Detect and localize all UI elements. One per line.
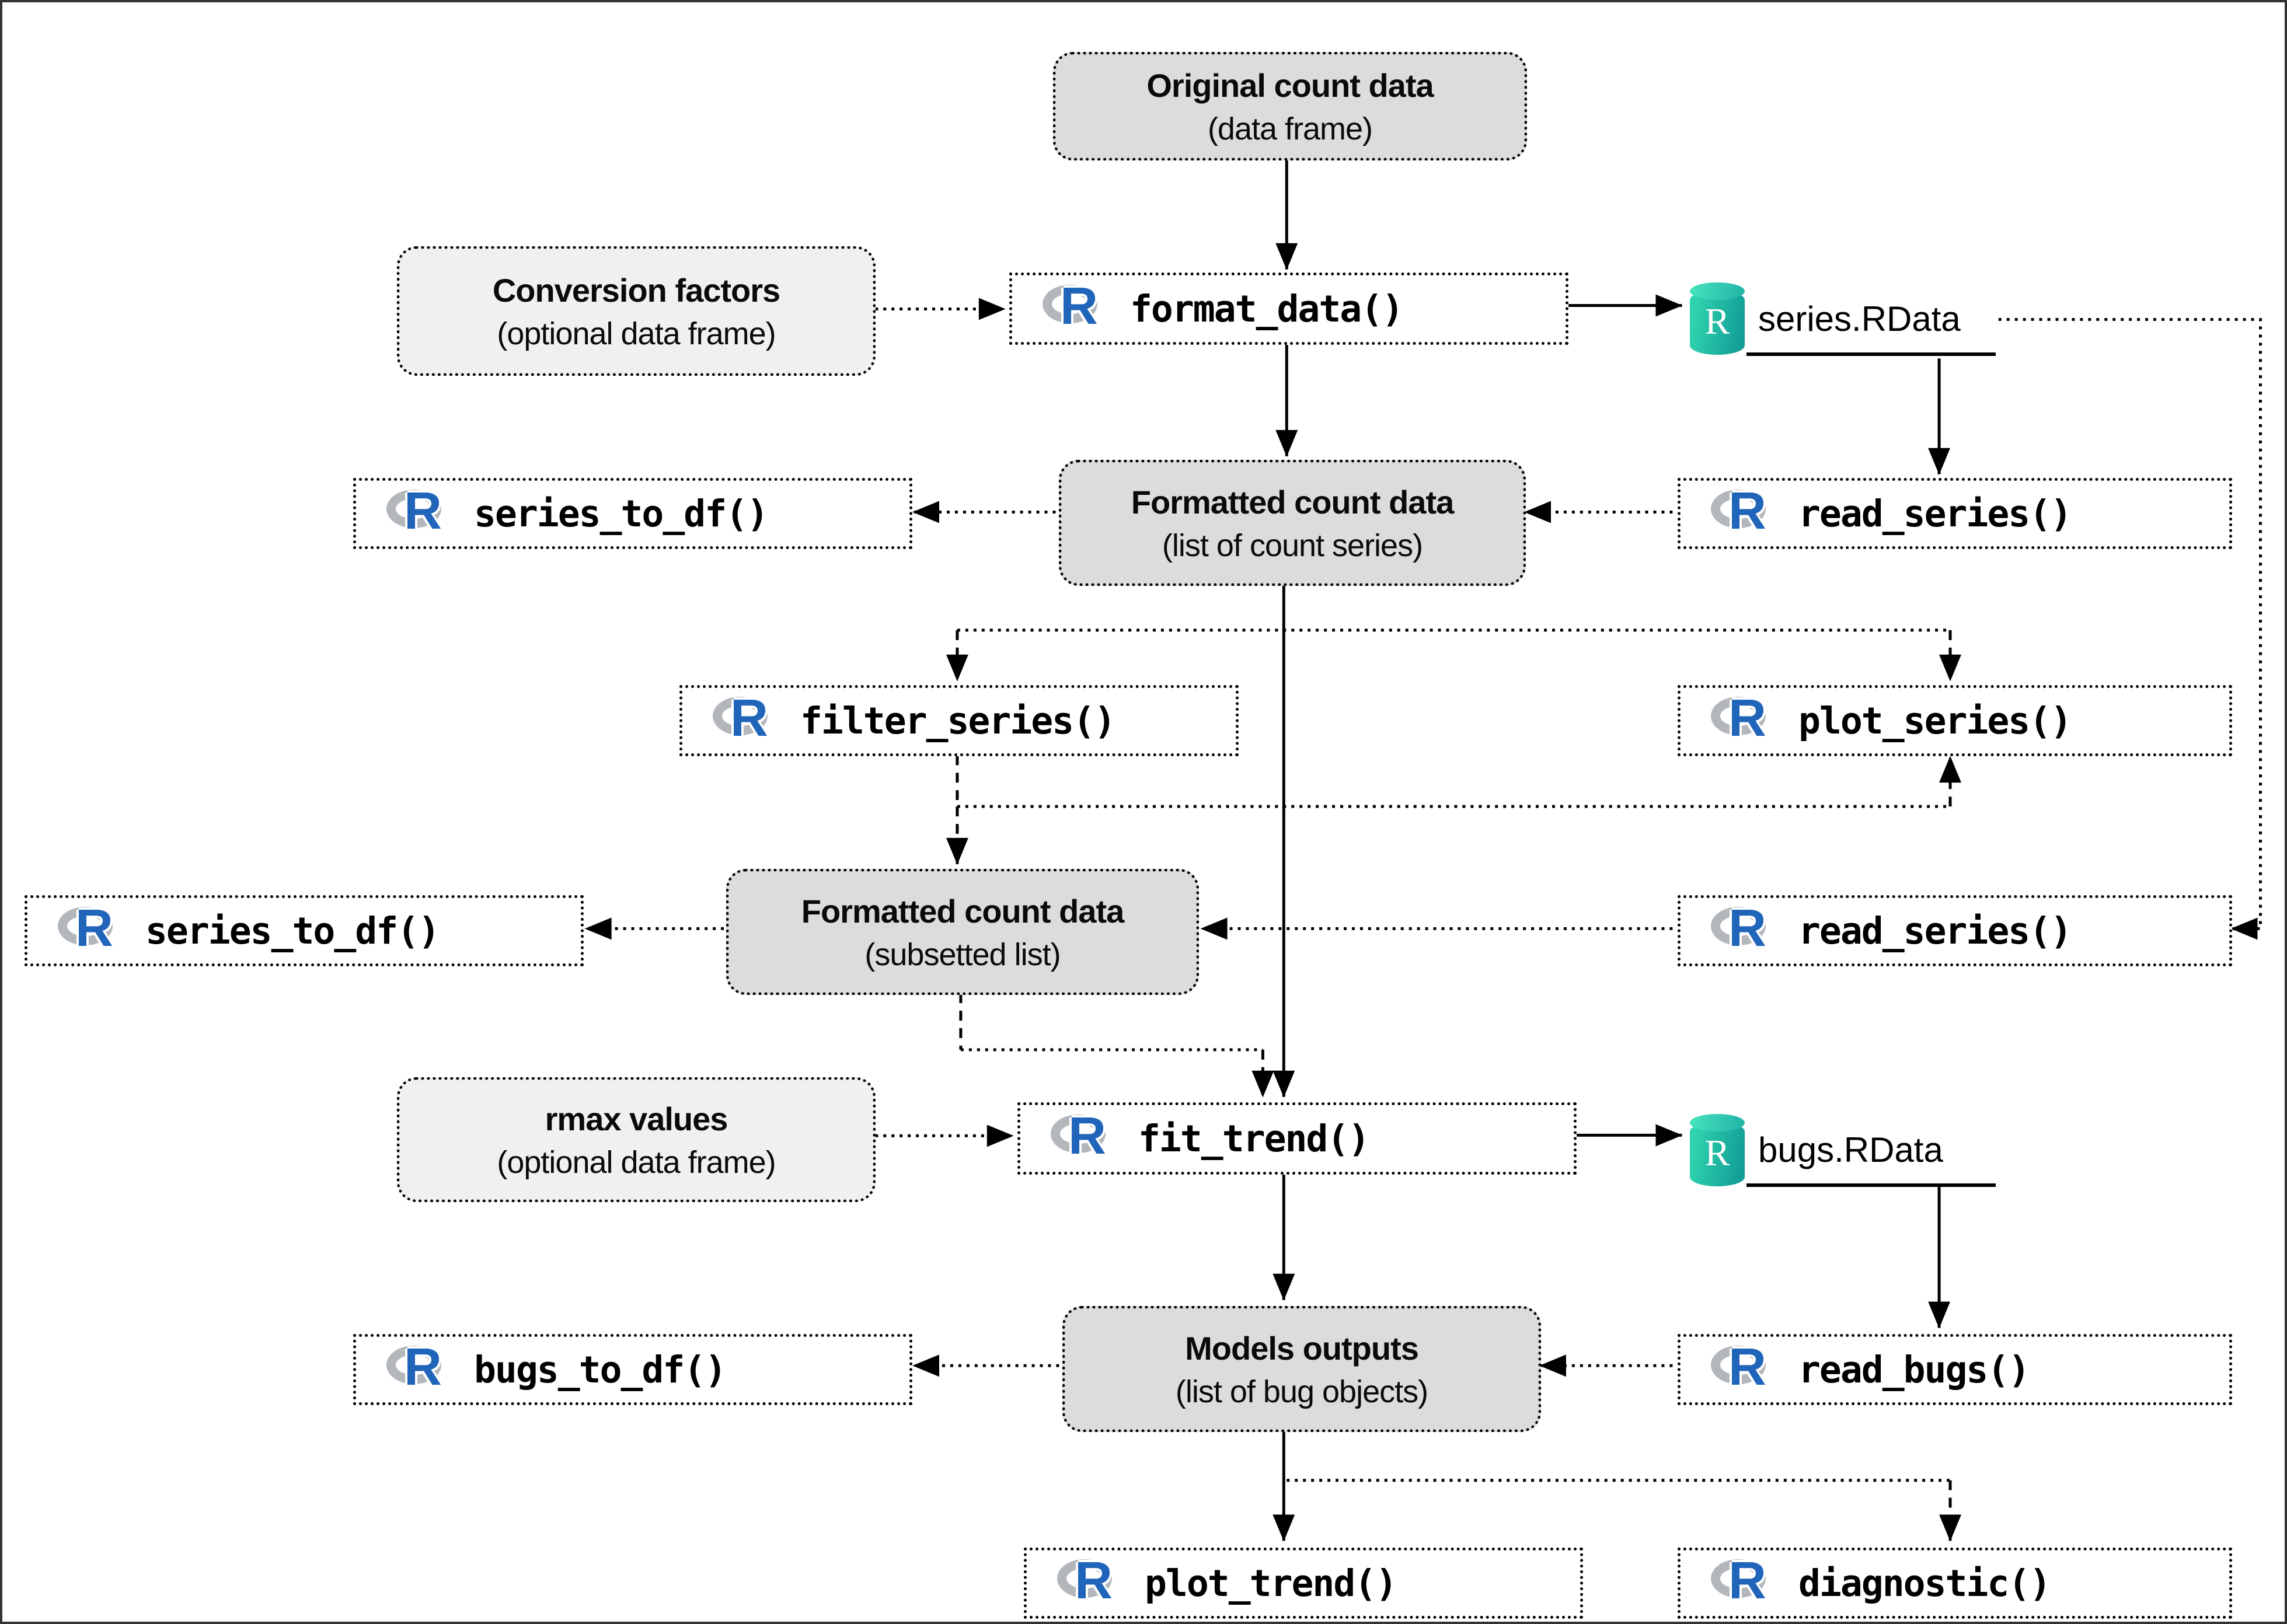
node-title: Formatted count data [801, 892, 1124, 930]
node-original-count-data: Original count data (data frame) [1053, 52, 1527, 160]
r-logo-icon: R [1711, 902, 1773, 959]
node-title: Conversion factors [492, 271, 780, 309]
r-logo-icon: R [1711, 692, 1773, 749]
r-logo-letter: R [1728, 689, 1766, 748]
node-title: Original count data [1146, 67, 1434, 104]
r-logo-letter: R [75, 899, 113, 958]
node-bugs-to-df-function: R bugs_to_df() [353, 1334, 912, 1405]
r-logo-letter: R [730, 689, 768, 748]
node-series-to-df-2-function: R series_to_df() [25, 895, 584, 966]
node-subtitle: (optional data frame) [497, 1145, 776, 1181]
node-plot-series-function: R plot_series() [1678, 685, 2232, 756]
node-subtitle: (optional data frame) [497, 316, 776, 352]
node-plot-trend-function: R plot_trend() [1024, 1548, 1583, 1619]
function-label: plot_series() [1798, 699, 2072, 742]
node-models-outputs: Models outputs (list of bug objects) [1062, 1306, 1541, 1432]
node-subtitle: (list of count series) [1162, 528, 1423, 564]
r-logo-letter: R [404, 482, 442, 540]
r-logo-icon: R [1043, 280, 1104, 337]
node-read-series-1-function: R read_series() [1678, 478, 2232, 549]
r-logo-letter: R [1068, 1107, 1106, 1165]
node-filter-series-function: R filter_series() [679, 685, 1239, 756]
node-title: Models outputs [1185, 1329, 1419, 1367]
function-label: diagnostic() [1798, 1562, 2051, 1605]
node-formatted-subsetted-list: Formatted count data (subsetted list) [726, 869, 1199, 995]
rdata-file-label: bugs.RData [1758, 1130, 1943, 1169]
node-title: rmax values [545, 1100, 728, 1137]
r-logo-letter: R [1728, 1552, 1766, 1610]
function-label: fit_trend() [1138, 1117, 1370, 1160]
function-label: bugs_to_df() [474, 1348, 727, 1391]
r-logo-icon: R [58, 902, 120, 959]
cylinder-body [1690, 1122, 1745, 1186]
node-subtitle: (subsetted list) [864, 937, 1061, 973]
r-logo-icon: R [1711, 1555, 1773, 1612]
node-diagnostic-function: R diagnostic() [1678, 1548, 2232, 1619]
function-label: plot_trend() [1145, 1562, 1397, 1605]
r-logo-icon: R [1051, 1110, 1113, 1167]
function-label: read_series() [1798, 492, 2072, 535]
cylinder-body [1690, 291, 1745, 355]
cylinder-letter: R [1704, 301, 1730, 342]
node-fit-trend-function: R fit_trend() [1017, 1102, 1577, 1175]
function-label: series_to_df() [474, 492, 769, 535]
node-series-to-df-1-function: R series_to_df() [353, 478, 912, 549]
r-logo-icon: R [386, 485, 448, 542]
node-conversion-factors: Conversion factors (optional data frame) [397, 246, 876, 376]
r-logo-icon: R [1057, 1555, 1119, 1612]
function-label: read_series() [1798, 909, 2072, 952]
r-logo-letter: R [1728, 482, 1766, 540]
node-title: Formatted count data [1131, 483, 1454, 521]
edge-seriesrdata-to-readseries2 [1998, 317, 2262, 940]
r-logo-icon: R [386, 1341, 448, 1398]
r-logo-icon: R [1711, 485, 1773, 542]
node-subtitle: (list of bug objects) [1175, 1374, 1428, 1410]
r-logo-letter: R [404, 1338, 442, 1396]
cylinder-cap [1690, 282, 1745, 300]
rdata-underline [1746, 352, 1996, 356]
r-logo-letter: R [1060, 277, 1098, 336]
r-logo-icon: R [713, 692, 775, 749]
r-logo-letter: R [1728, 899, 1766, 958]
rdata-cylinder-icon: R [1690, 1114, 1745, 1186]
rdata-cylinder-icon: R [1690, 282, 1745, 355]
r-logo-icon: R [1711, 1341, 1773, 1398]
node-read-bugs-function: R read_bugs() [1678, 1334, 2232, 1405]
cylinder-cap [1690, 1114, 1745, 1131]
function-label: series_to_df() [145, 909, 440, 952]
r-logo-letter: R [1728, 1338, 1766, 1396]
rdata-file-label: series.RData [1758, 299, 1961, 338]
rdata-underline [1746, 1183, 1996, 1187]
node-formatted-count-data: Formatted count data (list of count seri… [1059, 460, 1526, 586]
node-format-data-function: R format_data() [1009, 273, 1568, 345]
function-label: format_data() [1130, 287, 1404, 330]
node-subtitle: (data frame) [1207, 111, 1373, 147]
cylinder-letter: R [1704, 1132, 1730, 1174]
node-rmax-values: rmax values (optional data frame) [397, 1077, 876, 1202]
function-label: filter_series() [800, 699, 1116, 742]
r-logo-letter: R [1075, 1552, 1113, 1610]
function-label: read_bugs() [1798, 1348, 2030, 1391]
node-read-series-2-function: R read_series() [1678, 895, 2232, 966]
